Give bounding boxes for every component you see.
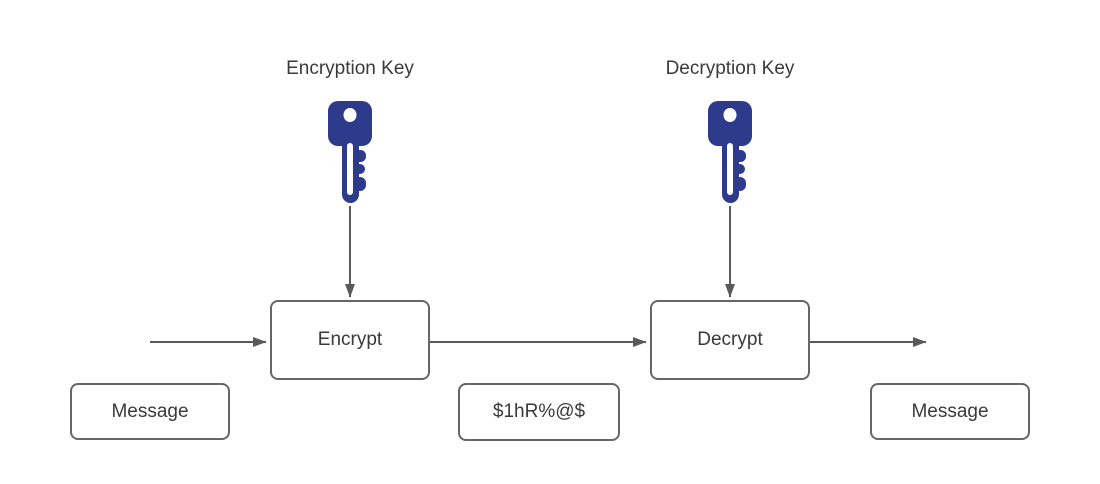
ciphertext-node: $1hR%@$ — [458, 383, 620, 441]
ciphertext-label: $1hR%@$ — [492, 401, 586, 422]
encryption-key-icon — [328, 101, 372, 203]
message-output-node: Message — [870, 383, 1030, 440]
decrypt-node-label: Decrypt — [697, 329, 763, 350]
decrypt-node: Decrypt — [650, 300, 810, 380]
encryption-key-label: Encryption Key — [286, 58, 414, 79]
message-output-label: Message — [911, 400, 989, 422]
decryption-key-label: Decryption Key — [665, 58, 795, 79]
message-input-node: Message — [70, 383, 230, 440]
encrypt-node-label: Encrypt — [317, 329, 383, 350]
encrypt-node: Encrypt — [270, 300, 430, 380]
message-input-label: Message — [111, 400, 189, 422]
decryption-key-icon — [708, 101, 752, 203]
